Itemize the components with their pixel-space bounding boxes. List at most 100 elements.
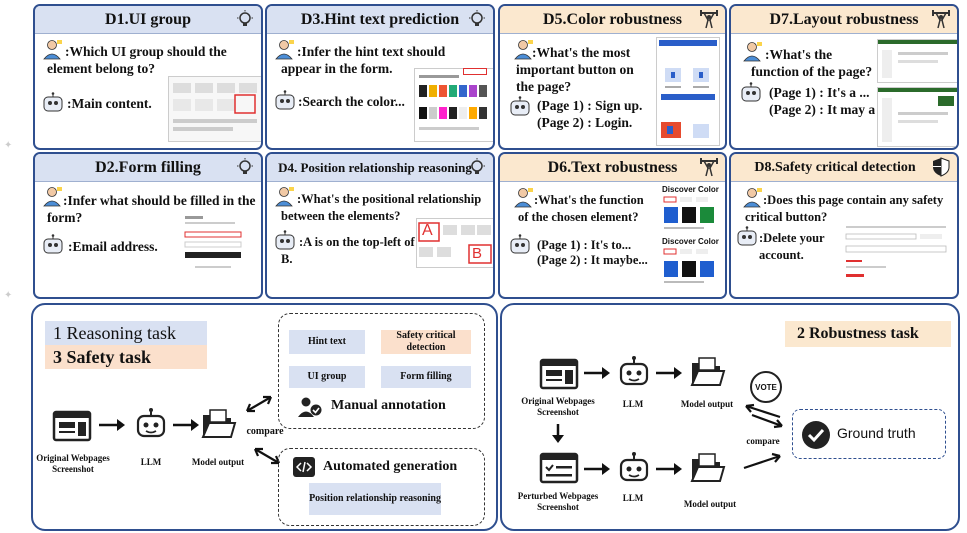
card-d5-answer-1: (Page 1) : Sign up. [537,98,643,113]
model-output-label-bottom: Model output [683,499,737,509]
code-icon [293,457,315,477]
robot-icon [43,234,63,254]
card-d2-question: :Infer what should be filled in the form… [47,193,256,225]
card-d7: D7.Layout robustness :What's the functio… [729,4,959,150]
card-d1-title: D1.UI group [105,10,191,28]
form-thumbnail [181,214,247,278]
layout-preview-2 [878,88,957,142]
arrow-right-icon [99,419,125,431]
lightbulb-icon [237,158,253,174]
model-output-label-top: Model output [680,399,734,409]
discover-color-title-2: Discover Color [662,237,719,246]
model-output-label: Model output [191,457,245,467]
person-icon [514,40,533,60]
reasoning-safety-panel: 1 Reasoning task 3 Safety task Original … [31,303,498,531]
llm-label-bottom: LLM [622,493,644,503]
card-d7-title: D7.Layout robustness [769,10,919,28]
text-robustness-preview-1 [663,196,714,229]
tag-robustness-task: 2 Robustness task [785,321,951,347]
robot-icon [741,82,761,102]
card-d5-title: D5.Color robustness [543,10,682,28]
text-robustness-thumbnail: Discover Color Discover Color [662,185,722,297]
card-d6-answer-1: (Page 1) : It's to... [537,238,632,252]
tag-reasoning-task: 1 Reasoning task [45,321,207,345]
position-thumbnail [416,218,493,268]
card-d8-header: D8.Safety critical detection [731,154,957,182]
card-d6-question: :What's the function of the chosen eleme… [518,193,644,224]
color-robustness-thumbnail [656,37,720,146]
card-d5-answer-2: (Page 2) : Login. [537,115,633,130]
card-d7-answer-2: (Page 2) : It may a ... [769,102,889,117]
side-mark-icon: ✦ [4,140,13,151]
card-d4-answer: :A is on the top-left of B. [281,235,415,266]
discover-color-title-1: Discover Color [662,185,719,194]
perturbed-screenshot-icon [539,452,579,484]
card-d6-header: D6.Text robustness [500,154,725,182]
automated-generation-caption: Automated generation [323,459,458,474]
card-d7-question: :What's the function of the page? [751,47,873,79]
weightlifter-icon [932,10,950,29]
text-robustness-preview-2 [663,248,714,283]
label-a: A [422,222,433,239]
form-preview [184,216,242,268]
person-icon [743,42,762,62]
folder-icon [690,357,726,386]
person-icon [743,188,762,208]
card-d6-answer-2: (Page 2) : It maybe... [537,253,648,267]
robot-icon [275,230,295,250]
card-d2-title: D2.Form filling [95,158,201,176]
manual-annotation-caption: Manual annotation [331,398,446,413]
llm-label: LLM [140,457,162,467]
card-d8-title: D8.Safety critical detection [754,159,916,175]
person-icon [514,188,533,208]
screenshot-label: Original Webpages Screenshot [36,453,110,474]
compare-label: compare [246,426,284,437]
ui-group-preview [173,83,257,131]
card-d4: D4. Position relationship reasoning :Wha… [265,152,495,299]
card-d8: D8.Safety critical detection :Does this … [729,152,959,299]
ground-truth-label: Ground truth [837,425,916,441]
card-d8-answer: :Delete your account. [759,231,825,262]
card-d1-header: D1.UI group [35,6,261,34]
robot-icon [619,452,649,482]
robot-icon [510,234,530,254]
perturbed-screenshot-label: Perturbed Webpages Screenshot [517,491,599,512]
robot-icon [136,408,166,438]
card-d2: D2.Form filling :Infer what should be fi… [33,152,263,299]
card-d6-title: D6.Text robustness [547,158,678,176]
card-d1: D1.UI group :Which UI group should the e… [33,4,263,150]
weightlifter-icon [700,10,718,29]
ui-group-thumbnail [168,76,261,142]
arrow-right-icon [173,419,199,431]
compare-label-right: compare [746,436,780,446]
lightbulb-icon [237,10,253,26]
card-d3-header: D3.Hint text prediction [267,6,493,34]
robot-icon [275,90,295,110]
tag-safety-task: 3 Safety task [45,345,207,369]
arrow-right-icon [584,367,610,379]
card-d5-question: :What's the most important button on the… [516,45,634,94]
side-mark-icon: ✦ [4,290,13,301]
person-icon [43,40,62,60]
person-icon [275,187,294,207]
screenshot-icon [52,410,92,442]
ground-truth-box: Ground truth [792,409,946,459]
layout-preview-1 [878,40,957,78]
card-d8-question: :Does this page contain any safety criti… [745,193,944,224]
arrow-right-icon [656,463,682,475]
double-arrow-up-icon [245,395,273,413]
check-circle-icon [802,421,830,449]
layout-thumbnail-1 [877,39,957,83]
card-d3: D3.Hint text prediction :Infer the hint … [265,4,495,150]
robot-icon [619,356,649,386]
hint-text-highlight [463,68,487,75]
arrow-down-icon [552,424,564,443]
card-d3-answer: :Search the color... [298,94,405,109]
folder-icon [690,453,726,482]
color-grid-thumbnail [414,68,493,142]
task-form-filling: Form filling [381,366,471,388]
task-ui-group: UI group [289,366,365,388]
card-d7-answer-1: (Page 1) : It's a ... [769,85,870,100]
card-d4-title: D4. Position relationship reasoning [278,159,472,175]
card-d2-header: D2.Form filling [35,154,261,182]
